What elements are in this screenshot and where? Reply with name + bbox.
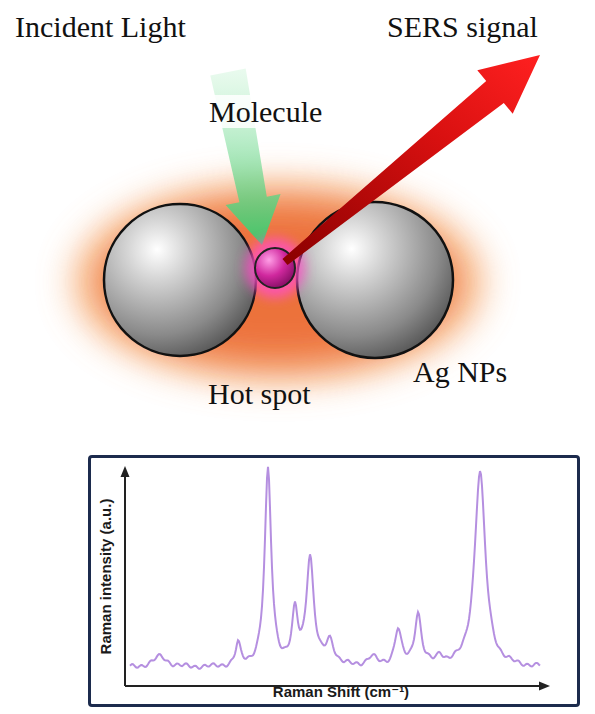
x-axis-title: Raman Shift (cm⁻¹): [273, 683, 409, 701]
spectrum-axes: [121, 466, 551, 691]
annotation-label: Hot spot: [208, 377, 311, 410]
annotation-label: Ag NPs: [413, 355, 507, 388]
annotation-label: Molecule: [205, 95, 326, 128]
annotation-label: SERS signal: [387, 10, 538, 43]
silver-nanoparticle: [104, 204, 256, 356]
silver-nanoparticle: [297, 202, 453, 358]
y-axis-title: Raman intensity (a.u.): [98, 498, 115, 654]
hot-spot-glow: [245, 238, 305, 298]
annotation-label: Incident Light: [15, 10, 186, 43]
sers-signal-arrow: [283, 55, 541, 265]
spectrum-panel: Raman intensity (a.u.) Raman Shift (cm⁻¹): [88, 455, 580, 707]
raman-spectrum: [130, 467, 540, 669]
plasmon-glow: [73, 182, 483, 382]
